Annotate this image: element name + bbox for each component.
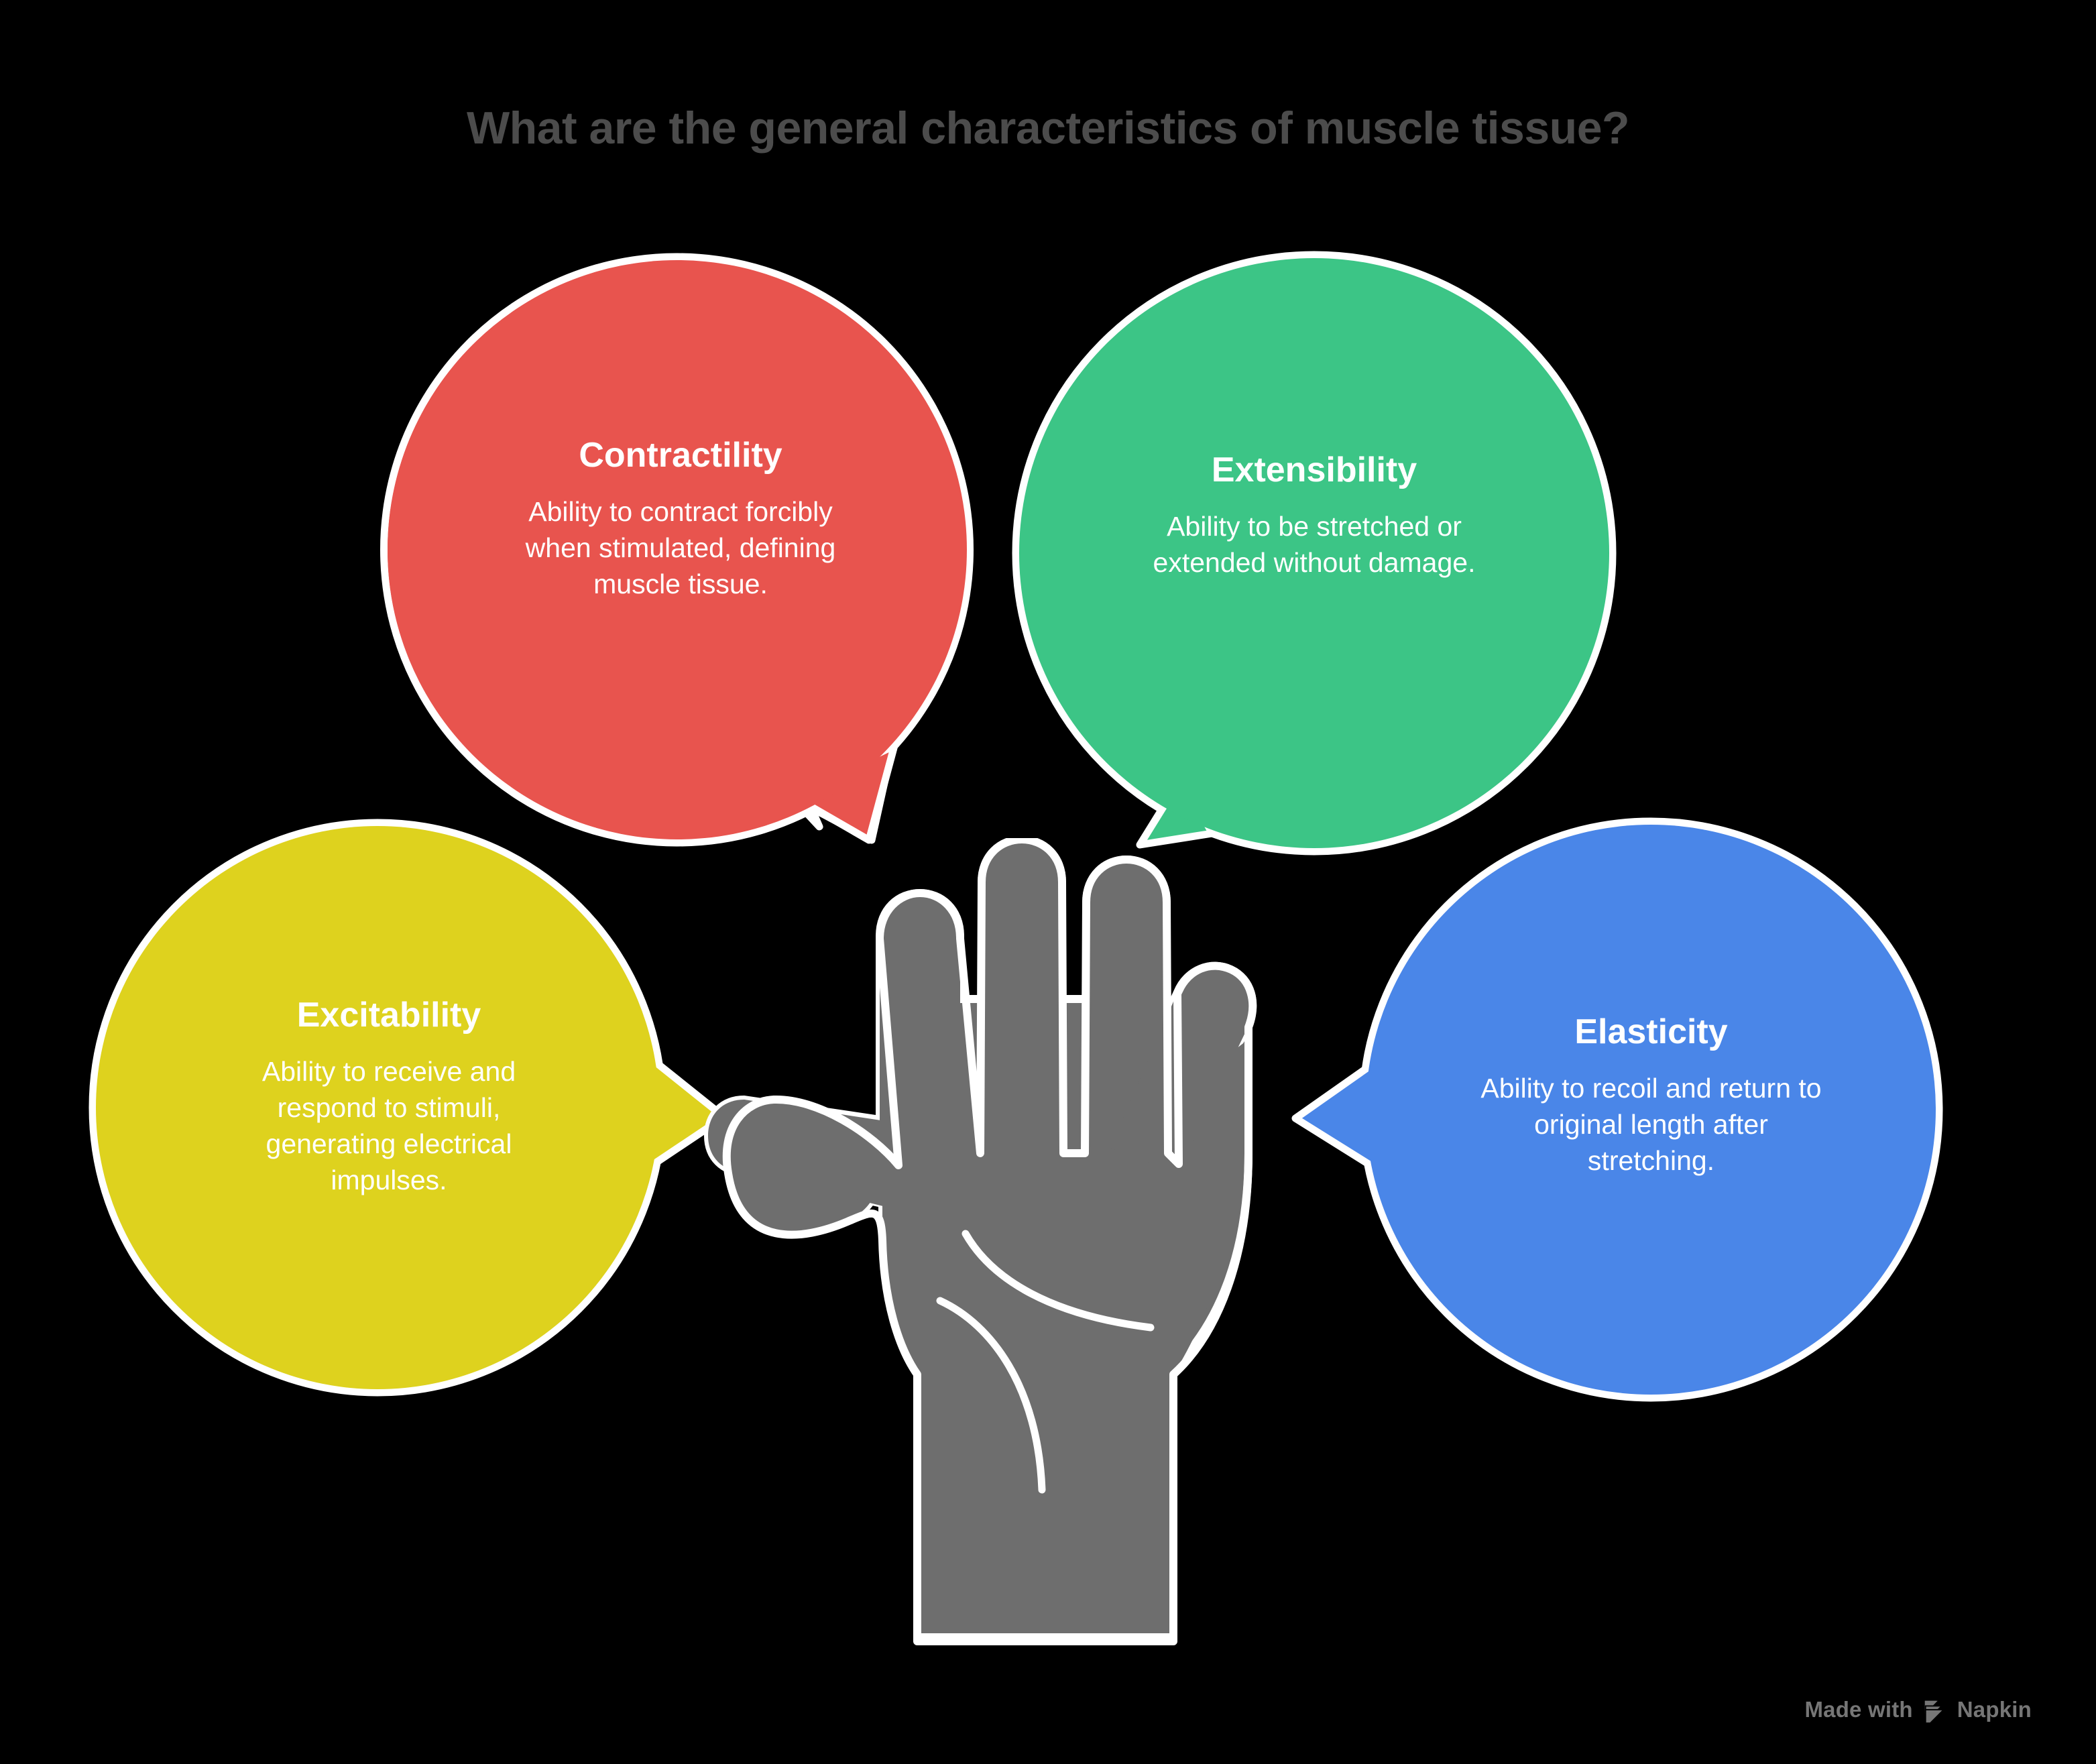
page-title: What are the general characteristics of … xyxy=(466,103,1630,154)
bubble-shape-excitability[interactable] xyxy=(89,819,728,1397)
made-with-label: Made with xyxy=(1804,1697,1913,1722)
bubble-shape-extensibility[interactable] xyxy=(1012,251,1617,856)
open-hand-icon xyxy=(704,838,1257,1645)
bubble-shape-contractility[interactable] xyxy=(380,253,974,847)
made-with-napkin-credit[interactable]: Made with Napkin xyxy=(1804,1697,2032,1724)
napkin-logo-icon xyxy=(1922,1698,1948,1724)
napkin-brand-label: Napkin xyxy=(1957,1697,2032,1722)
bubble-shape-elasticity[interactable] xyxy=(1291,817,1943,1402)
